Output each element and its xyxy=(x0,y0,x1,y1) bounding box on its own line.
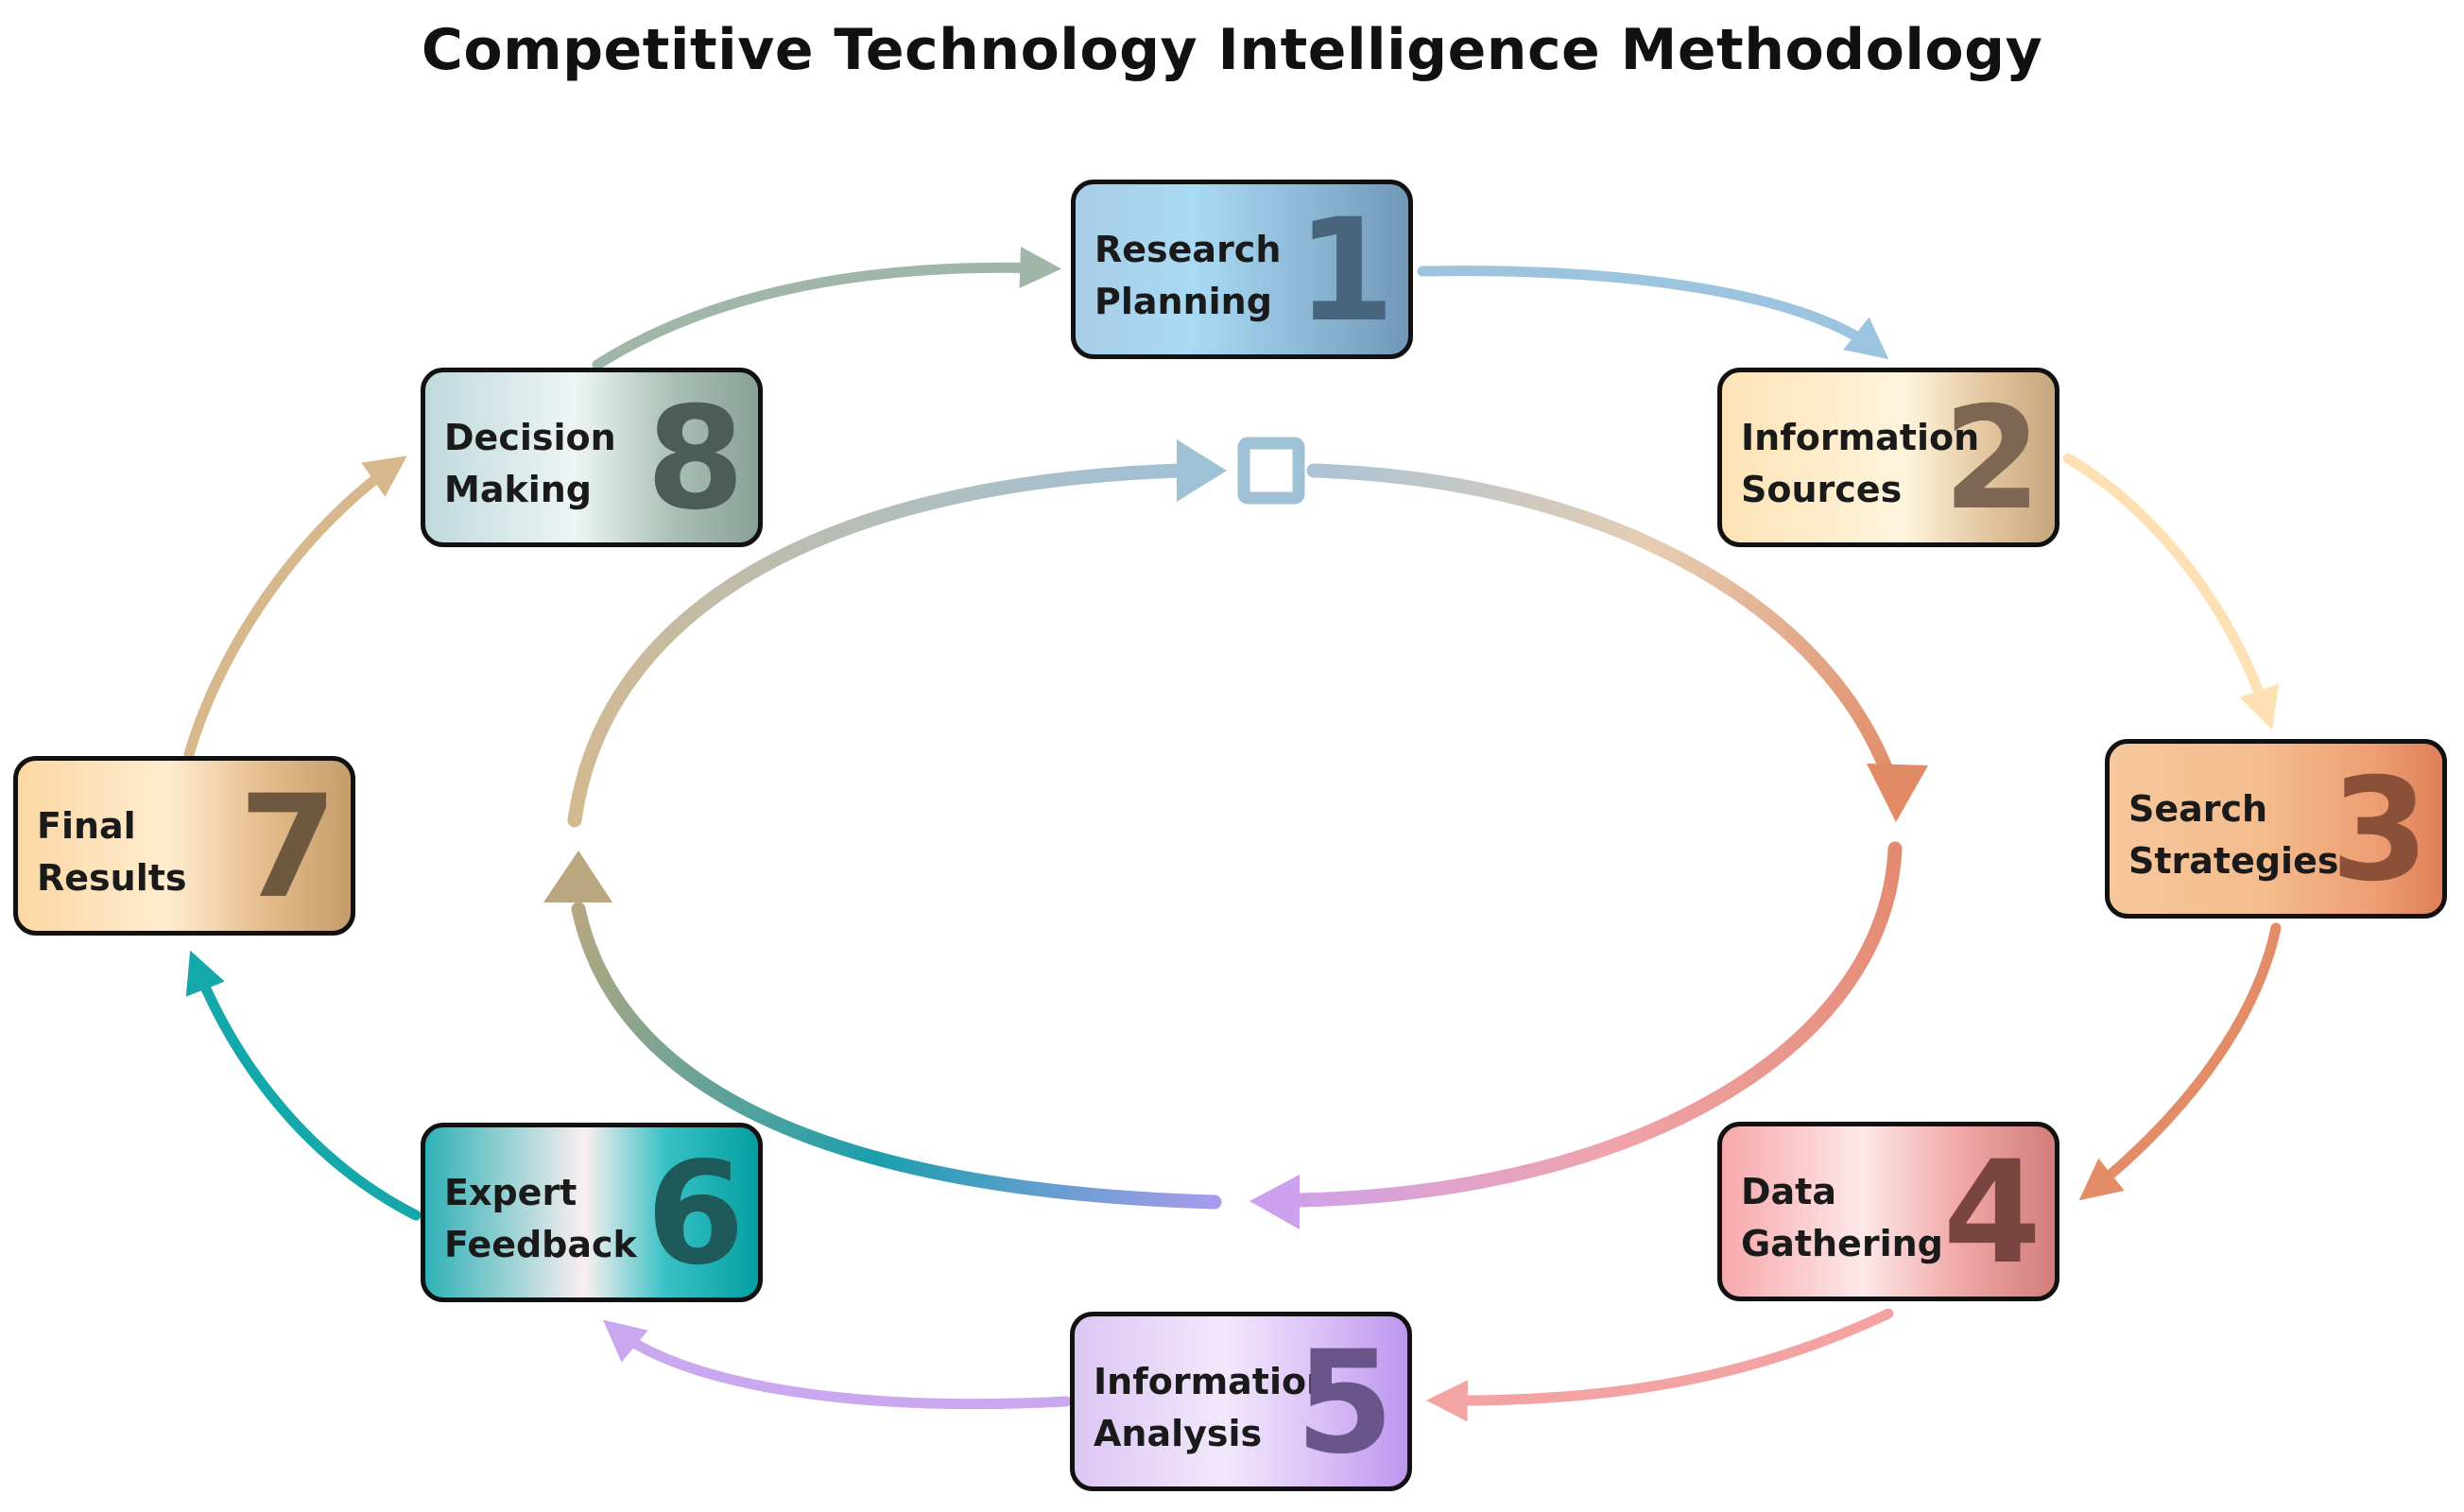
step-number: 2 xyxy=(1942,377,2042,541)
diagram-title: Competitive Technology Intelligence Meth… xyxy=(421,17,2043,83)
step-number: 3 xyxy=(2330,748,2429,913)
inner-arrowhead-top-left xyxy=(1177,439,1227,502)
step-number: 1 xyxy=(1296,189,1395,353)
arrow-5-to-6 xyxy=(602,1319,1072,1410)
arrow-2-to-3 xyxy=(2062,453,2280,730)
step-number: 5 xyxy=(1295,1321,1394,1486)
arrow-7-to-8 xyxy=(183,455,407,760)
inner-arc-bottom-right xyxy=(1292,841,1903,1208)
inner-arc-bottom-left xyxy=(571,902,1222,1210)
inner-arc-top-left xyxy=(567,463,1189,828)
step-number: 8 xyxy=(646,377,745,541)
step-number: 7 xyxy=(238,765,337,930)
inner-loop-start-square xyxy=(1237,437,1305,505)
arrow-6-to-7 xyxy=(185,950,422,1221)
step-number: 6 xyxy=(646,1132,745,1297)
inner-arc-top-right xyxy=(1306,463,1896,782)
arrow-4-to-5 xyxy=(1425,1308,1894,1422)
inner-arrowhead-top-right xyxy=(1867,764,1928,822)
inner-arrowhead-bottom-right xyxy=(1249,1175,1300,1229)
arrow-1-to-2 xyxy=(1417,266,1889,360)
arrow-8-to-1 xyxy=(592,246,1062,370)
step-number: 4 xyxy=(1942,1131,2042,1296)
inner-arrowhead-bottom-left xyxy=(543,850,612,902)
arrow-3-to-4 xyxy=(2078,922,2282,1201)
